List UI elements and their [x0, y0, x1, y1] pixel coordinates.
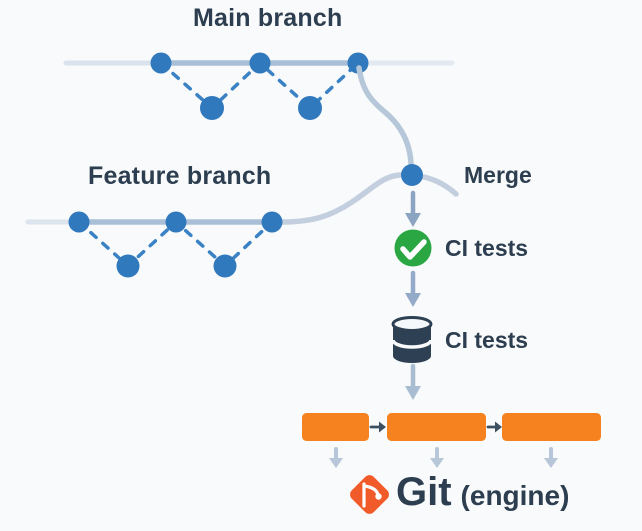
database-icon: [391, 316, 433, 363]
right-arrow-icon: [369, 421, 386, 433]
main-branch-title: Main branch: [193, 4, 343, 32]
pipeline-stage-box: [502, 413, 601, 441]
down-arrow-icon: [405, 190, 421, 227]
commit-dot: [150, 52, 172, 74]
git-logo-icon: [350, 475, 389, 514]
pipeline-stage-box: [387, 413, 486, 441]
commit-dot: [165, 211, 187, 233]
commit-dot: [213, 254, 237, 278]
down-arrow-icon: [329, 447, 343, 468]
pipeline-stage-box: [302, 413, 369, 441]
merge-label: Merge: [464, 162, 532, 188]
right-arrow-icon: [486, 421, 502, 433]
commit-dot: [249, 52, 271, 74]
commit-dot: [116, 254, 140, 278]
git-engine-caption: Git (engine): [396, 472, 569, 512]
down-arrow-icon: [405, 270, 421, 307]
commit-dot: [68, 211, 90, 233]
down-arrow-icon: [430, 447, 444, 468]
merge-curve-tail: [421, 174, 459, 197]
down-arrow-icon: [544, 447, 558, 468]
commit-dot: [200, 96, 224, 120]
main-to-merge-curve: [356, 65, 414, 167]
commit-dot: [261, 211, 283, 233]
commit-dot: [298, 96, 322, 120]
merge-commit-dot: [401, 164, 423, 186]
feature-branch-lane: [25, 172, 459, 278]
feature-branch-title: Feature branch: [88, 162, 272, 190]
feature-to-merge-curve: [271, 172, 403, 225]
main-branch-lane: [63, 52, 455, 120]
commit-dot: [347, 52, 369, 74]
ci-tests-label: CI tests: [445, 235, 529, 261]
pipeline-stages: [302, 413, 601, 468]
check-circle-icon: [394, 229, 432, 267]
git-engine-qualifier: (engine): [460, 480, 570, 511]
down-arrow-icon: [405, 363, 421, 400]
git-wordmark: Git: [396, 470, 452, 514]
artifact-store-label: CI tests: [445, 327, 529, 353]
